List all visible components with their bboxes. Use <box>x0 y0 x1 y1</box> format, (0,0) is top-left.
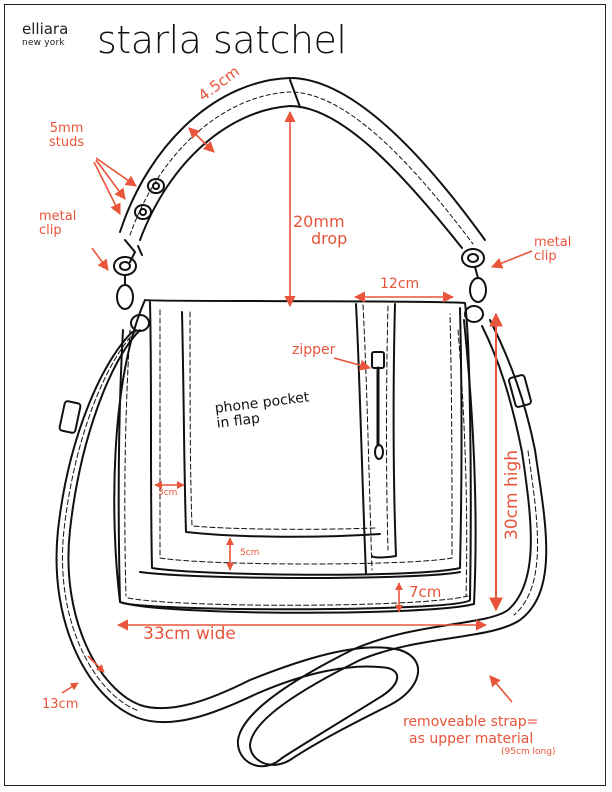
page-border <box>4 4 606 786</box>
base-label: 7cm <box>409 583 442 601</box>
clip-right-label: metal clip <box>534 236 571 263</box>
clip-right-label-line1: metal <box>534 235 572 250</box>
removeable-line2: as upper material <box>409 730 534 747</box>
clip-left-label-line1: metal <box>39 209 77 224</box>
drop-label-line2: drop <box>311 228 348 248</box>
phone-pocket <box>181 311 381 538</box>
clip-left-label: metal clip <box>39 210 76 237</box>
handle-inner <box>139 105 463 249</box>
bag-body <box>117 319 477 614</box>
bag-flap <box>149 301 463 576</box>
removeable-strap-arrow <box>489 675 513 703</box>
strap-13-label: 13cm <box>42 697 79 712</box>
strap-width-arrow <box>188 127 215 153</box>
clip-right-lower <box>469 277 487 303</box>
removeable-strap-label: removeable strap= as upper material (95c… <box>403 715 555 758</box>
zipper-label: zipper <box>292 342 336 358</box>
removeable-strap <box>67 319 548 766</box>
height-label: 30cm high <box>502 449 522 540</box>
stud-arrow-2 <box>95 159 126 200</box>
brand-location: new york <box>22 38 65 48</box>
width-label: 33cm wide <box>143 624 236 644</box>
stud-arrow-3 <box>93 161 121 216</box>
stud-upper <box>147 178 165 194</box>
strap-buckle-left <box>58 400 82 434</box>
clip-right-upper <box>461 248 485 268</box>
clip-right-label-line2: clip <box>534 248 557 264</box>
clip-left-label-line2: clip <box>39 222 62 238</box>
strap-13-arrow-2 <box>61 682 79 694</box>
studs-label-line2: studs <box>49 134 85 150</box>
strap-buckle-right <box>508 374 532 408</box>
clip-right-arrow <box>490 250 533 269</box>
brand-name: elliara <box>22 20 69 38</box>
strap-13-arrow-1 <box>87 655 105 673</box>
page-title: starla satchel <box>97 18 347 62</box>
brand-logo: elliara new york <box>22 22 68 48</box>
removeable-line1: removeable strap= <box>403 714 539 730</box>
removeable-line3: (95cm long) <box>501 747 556 758</box>
drop-label-line1: 20mm <box>293 212 345 231</box>
clip-left-upper <box>113 256 137 276</box>
stud-arrow-1 <box>95 157 137 187</box>
clip-left-arrow <box>91 247 109 271</box>
stud-lower <box>134 204 152 220</box>
studs-label: 5mm studs <box>49 122 84 149</box>
pocket-bottom-label: 5cm <box>240 548 260 558</box>
zipper-arrow <box>333 357 372 371</box>
handle-outer <box>119 77 486 241</box>
clip-left-lower <box>116 284 134 310</box>
studs-label-line1: 5mm <box>49 121 84 136</box>
drop-label: 20mm drop <box>293 212 348 248</box>
zipper-panel <box>355 303 367 575</box>
pocket-side-label: 3cm <box>158 488 178 498</box>
flap-width-label: 12cm <box>380 276 420 292</box>
zipper-pull <box>371 351 385 369</box>
